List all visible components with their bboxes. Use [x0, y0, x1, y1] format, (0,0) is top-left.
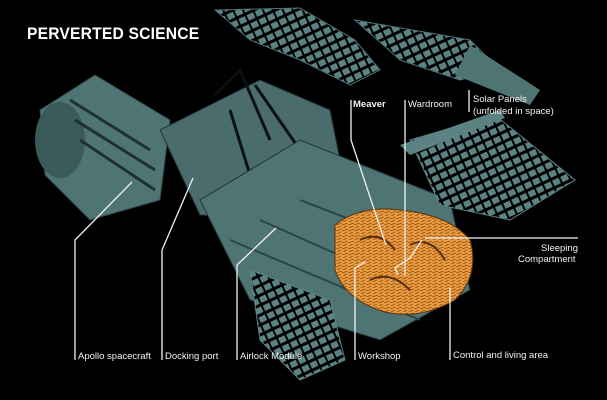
page-title: PERVERTED SCIENCE [27, 24, 200, 43]
label-airlock: Airlock Module [240, 351, 303, 362]
label-workshop: Workshop [358, 351, 401, 362]
label-sleeping: Sleeping [541, 243, 578, 254]
label-meaver: Meaver [353, 99, 386, 110]
label-docking-port: Docking port [165, 351, 219, 362]
label-compartment: Compartment [518, 254, 576, 265]
label-solar-panels-note: (unfolded in space) [473, 106, 554, 117]
lower-solar-panel [400, 110, 576, 221]
label-solar-panels: Solar Panels [473, 94, 527, 105]
label-apollo: Apollo spacecraft [78, 351, 151, 362]
lower-left-panel [249, 269, 346, 381]
apollo-spacecraft-shape [35, 74, 171, 221]
label-wardroom: Wardroom [408, 99, 452, 110]
upper-solar-array [213, 7, 540, 105]
leader-lines [74, 90, 578, 360]
label-control-living: Control and living area [453, 350, 549, 361]
